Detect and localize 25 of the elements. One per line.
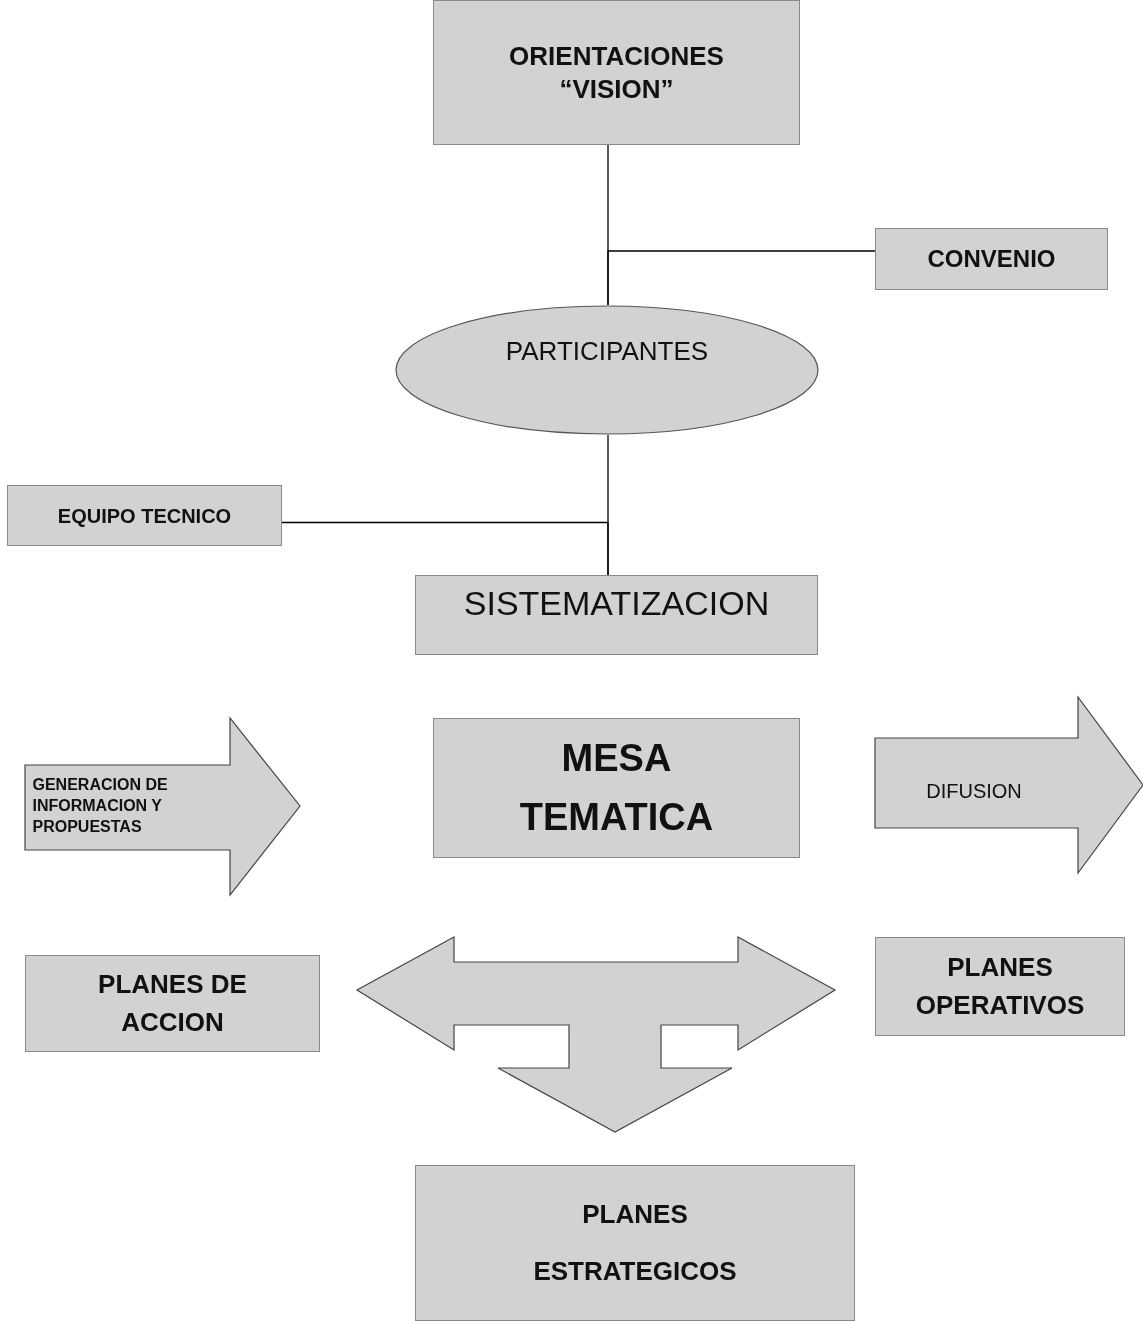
node-label: EQUIPO TECNICO	[57, 503, 232, 528]
process-box	[7, 485, 282, 546]
node-label: PLANES OPERATIVOS	[914, 950, 1086, 1022]
block-arrow	[875, 697, 1143, 873]
ellipse-node	[395, 305, 819, 435]
process-box	[415, 1165, 855, 1321]
connector-line	[607, 250, 876, 306]
node-label: PLANES ESTRATEGICOS	[532, 1197, 738, 1288]
node-label: ORIENTACIONES “VISION”	[508, 40, 725, 105]
node-label: DIFUSION	[926, 779, 1022, 803]
three-way-block-arrow	[355, 936, 837, 1133]
process-box	[25, 955, 320, 1052]
node-label: PLANES DE ACCION	[97, 967, 248, 1039]
process-box	[433, 0, 800, 145]
node-label: MESA TEMATICA	[518, 736, 715, 840]
process-box	[875, 937, 1125, 1036]
process-box	[433, 718, 800, 858]
node-label: CONVENIO	[927, 244, 1056, 274]
connector-line	[281, 521, 609, 576]
block-arrow	[25, 718, 300, 895]
process-box	[415, 575, 818, 655]
node-label: PARTICIPANTES	[505, 336, 709, 368]
process-box	[875, 228, 1108, 290]
node-label: GENERACION DE INFORMACION Y PROPUESTAS	[32, 775, 169, 837]
node-label: SISTEMATIZACION	[463, 582, 770, 624]
